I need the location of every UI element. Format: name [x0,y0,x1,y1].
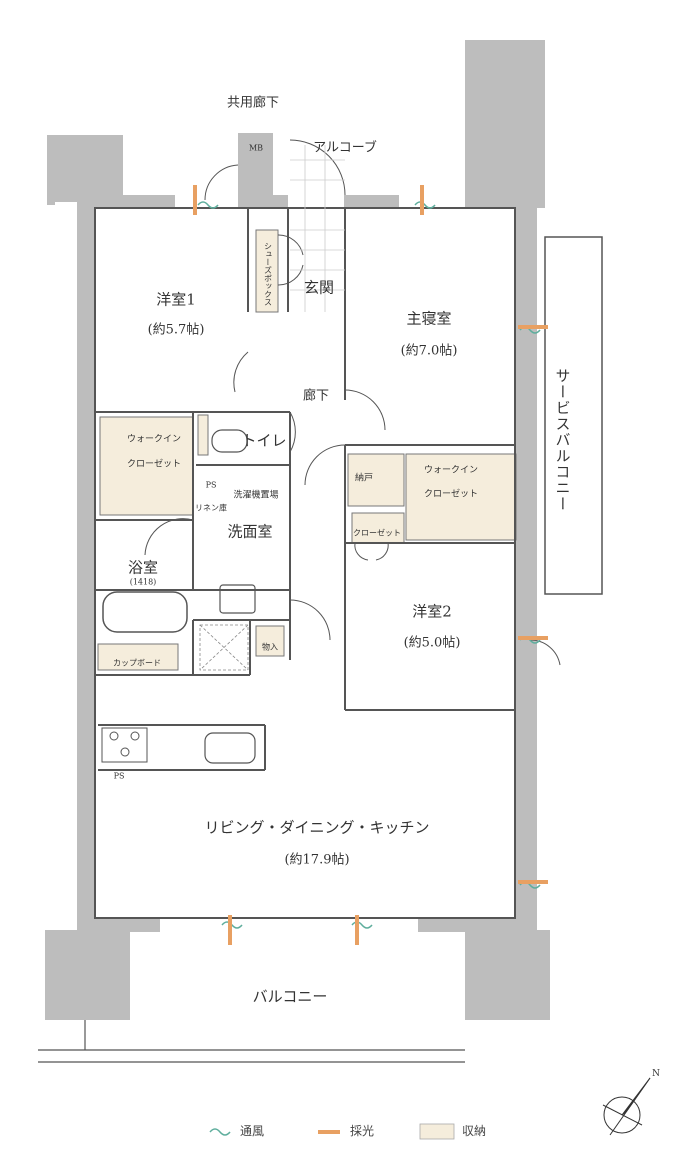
compass-n-label: N [652,1069,660,1079]
kitchen-sink [204,732,256,764]
daylight-marks [193,185,548,945]
legend-storage-label: 収納 [462,1124,487,1138]
storage-nando-label: 納戸 [354,473,374,484]
legend-ventilation-symbol [209,1128,231,1136]
room1-name: 洋室1 [156,290,196,309]
toilet-label: トイレ [241,431,287,450]
balcony-label: バルコニー [252,987,328,1006]
outer-walls [45,40,550,1020]
wic2-label-line2: クローゼット [423,489,479,500]
mb-label: MB [248,143,264,153]
entrance-label: 玄関 [303,278,335,297]
storage-areas [97,229,517,671]
hallway-label: 廊下 [302,388,330,404]
wic1-label-line1: ウォークイン [126,434,182,445]
legend-daylight-symbol [318,1130,340,1134]
legend-storage-symbol [419,1123,455,1140]
master-bedroom-size: (約7.0帖) [400,343,458,359]
linen-label: リネン庫 [195,503,227,513]
washer-area-label: 洗濯機置場 [233,490,279,501]
balcony-railing [38,1020,465,1063]
stove [101,727,148,763]
monoire-label: 物入 [262,642,278,652]
washbasin [219,584,256,614]
legend-ventilation-label: 通風 [240,1124,265,1138]
closet-label: クローゼット [353,528,401,538]
washroom-label: 洗面室 [227,522,273,541]
shoe-box-label: シューズボックス [263,242,273,306]
cupboard-label: カップボード [113,658,161,668]
room2-size: (約5.0帖) [403,635,461,651]
service-balcony-label: サービスバルコニー [553,368,572,512]
compass-icon [602,1077,651,1136]
bathroom-name: 浴室 [127,558,159,577]
ldk-size: (約17.9帖) [284,852,350,868]
legend-daylight-label: 採光 [350,1124,375,1138]
ps-lower-label: PS [113,771,125,781]
wic1-label-line2: クローゼット [126,459,182,470]
master-bedroom-name: 主寝室 [406,309,452,328]
common-corridor-label: 共用廊下 [226,95,280,111]
alcove-label: アルコーブ [313,140,377,156]
service-balcony [544,236,603,595]
room2-name: 洋室2 [412,602,452,621]
door-swings [144,139,561,666]
toilet-fixture [211,429,248,453]
ps-upper-label: PS [205,480,217,490]
wic2-label-line1: ウォークイン [423,465,479,476]
bathroom-size: (1418) [129,577,157,587]
laundry-pan [199,624,249,671]
bathtub [102,591,188,633]
room1-size: (約5.7帖) [147,322,205,338]
alcove-grid [290,145,345,312]
ldk-name: リビング・ダイニング・キッチン [204,818,430,837]
